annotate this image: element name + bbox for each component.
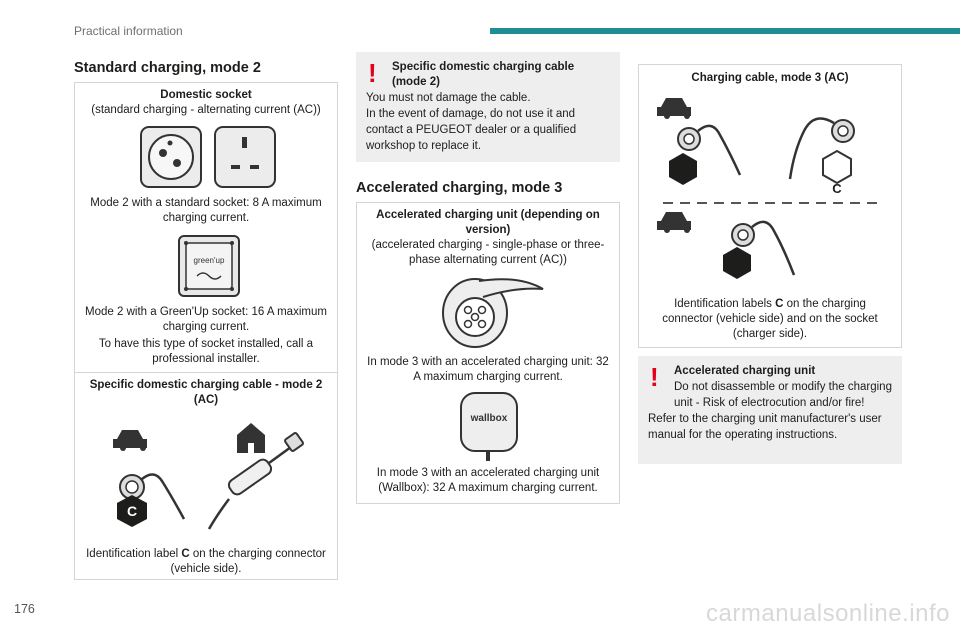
house-icon (237, 423, 265, 453)
warning-body: In the event of damage, do not use it an… (366, 108, 577, 152)
warning-body: Do not disassemble or modify the chargin… (674, 381, 892, 409)
caption-text: Identification label (86, 548, 182, 560)
watermark: carmanualsonline.info (706, 600, 950, 627)
mode3-wallbox-text: In mode 3 with an accelerated charging u… (376, 467, 600, 494)
unit-title: Accelerated charging unit (depending on … (376, 209, 600, 236)
domestic-cable-illustration: C (109, 413, 309, 533)
socket-icons (140, 126, 276, 188)
mode2-standard-text: Mode 2 with a standard socket: 8 A maxim… (90, 197, 322, 224)
caption-text: on the charging connector (vehicle side)… (662, 298, 878, 340)
greenup-install-text: To have this type of socket installed, c… (98, 338, 314, 365)
caption-bold-label: C (775, 298, 784, 310)
mode2-panel: Domestic socket (standard charging - alt… (74, 82, 338, 580)
section-heading-mode3: Accelerated charging, mode 3 (356, 180, 563, 196)
unit-subtitle: (accelerated charging - single-phase or … (371, 239, 605, 266)
warning-charging-unit: ! Accelerated charging unit Do not disas… (638, 356, 902, 464)
domestic-cable-caption: Identification label C on the charging c… (81, 547, 331, 577)
warning-domestic-cable: ! Specific domestic charging cable (mode… (356, 52, 620, 162)
page-number: 176 (14, 602, 35, 616)
label-c-badge-charger: C (832, 181, 842, 196)
warning-body: Refer to the charging unit manufacturer'… (648, 413, 882, 441)
type2-socket-illustration (439, 273, 549, 351)
mode3-cable-diagram (657, 98, 881, 279)
car-icon (657, 212, 691, 233)
warning-icon: ! (650, 362, 659, 392)
section-heading-mode2: Standard charging, mode 2 (74, 60, 261, 76)
domestic-socket-illustrations (139, 125, 279, 189)
caption-text: Identification labels (674, 298, 776, 310)
cable-mode3-title: Charging cable, mode 3 (AC) (691, 72, 849, 84)
car-icon (657, 98, 691, 119)
car-icon (113, 430, 147, 451)
warning-icon: ! (368, 58, 377, 88)
running-title: Practical information (74, 24, 183, 38)
panel-divider (75, 372, 337, 373)
domestic-cable-title: Specific domestic charging cable - mode … (89, 379, 323, 406)
wallbox-logo-text: wallbox (470, 413, 508, 424)
label-c-badge-vehicle-alt: C (732, 285, 742, 300)
warning-title: Specific domestic charging cable (mode 2… (392, 61, 575, 88)
mode3-cable-illustration: C C C (657, 95, 885, 300)
wallbox-icon (460, 392, 518, 461)
cable-mode3-caption: Identification labels C on the charging … (649, 297, 891, 342)
mode3-unit-text: In mode 3 with an accelerated charging u… (367, 356, 609, 383)
greenup-socket-illustration: green'up (177, 234, 241, 298)
label-c-badge-vehicle: C (678, 183, 688, 198)
label-c-badge: C (126, 503, 138, 519)
greenup-logo-text: green'up (193, 256, 225, 265)
wallbox-illustration: wallbox (457, 391, 521, 463)
type2-socket-icon (442, 278, 544, 348)
warning-body: You must not damage the cable. (366, 92, 531, 104)
domestic-socket-subtitle: (standard charging - alternating current… (91, 104, 321, 116)
domestic-socket-title: Domestic socket (160, 89, 252, 101)
mode3-cable-panel: Charging cable, mode 3 (AC) (638, 64, 902, 348)
greenup-socket-icon (178, 235, 240, 297)
caption-bold-label: C (181, 548, 190, 560)
caption-text: on the charging connector (vehicle side)… (170, 548, 326, 575)
mode3-unit-panel: Accelerated charging unit (depending on … (356, 202, 620, 504)
mode2-greenup-text: Mode 2 with a Green'Up socket: 16 A maxi… (85, 306, 327, 333)
header-accent-bar (490, 28, 960, 34)
domestic-cable-diagram (113, 423, 304, 530)
warning-title: Accelerated charging unit (674, 365, 816, 377)
